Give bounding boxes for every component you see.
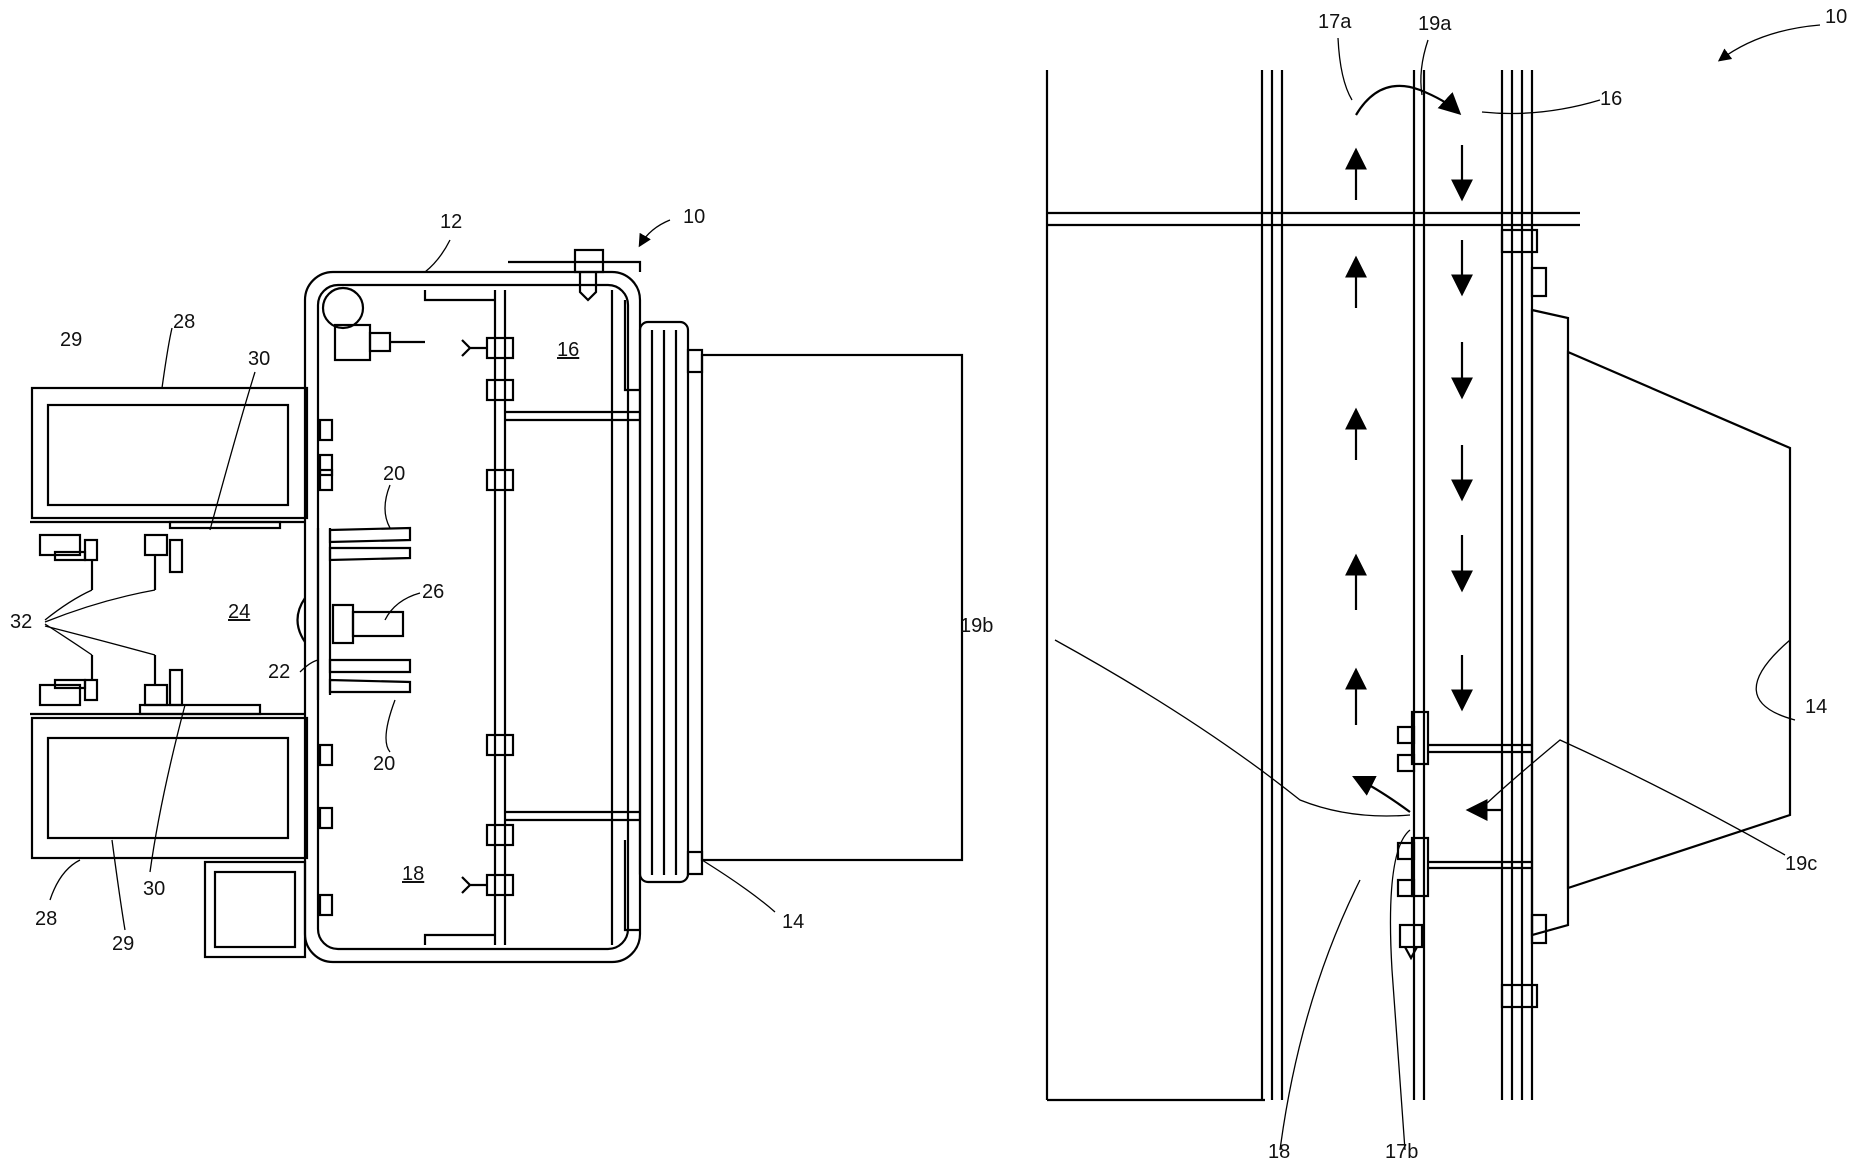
label-19a: 19a xyxy=(1418,13,1452,35)
lower-box xyxy=(203,860,307,959)
component-26 xyxy=(331,603,355,645)
bottom-turn-arrow xyxy=(1352,776,1411,813)
component-14-trapezoid xyxy=(1566,350,1792,890)
connectors-32 xyxy=(38,533,184,707)
label-28-top: 28 xyxy=(173,311,195,333)
top-turn-arrow xyxy=(1355,84,1462,116)
label-30-bottom: 30 xyxy=(143,878,165,900)
label-28-bottom: 28 xyxy=(35,908,57,930)
enclosure-inner xyxy=(316,283,630,951)
right-flange-plate xyxy=(1530,308,1570,937)
label-19c: 19c xyxy=(1785,853,1817,875)
housing-28-bottom xyxy=(30,703,309,860)
label-29-top: 29 xyxy=(60,329,82,351)
label-30-top: 30 xyxy=(248,348,270,370)
right-leaders xyxy=(1054,24,1821,1151)
left-wall-bolts xyxy=(318,418,334,917)
label-17a: 17a xyxy=(1318,11,1352,33)
label-10-left: 10 xyxy=(683,206,705,228)
component-22-curve xyxy=(296,597,306,643)
label-20-bottom: 20 xyxy=(373,753,395,775)
label-12: 12 xyxy=(440,211,462,233)
label-24: 24 xyxy=(228,601,250,623)
component-14-block xyxy=(700,353,964,862)
label-10-right: 10 xyxy=(1825,6,1847,28)
right-figure: 17a 19a 10 16 19b 14 19c 18 17b xyxy=(960,6,1847,1163)
hinge-circle xyxy=(321,286,365,330)
right-flange xyxy=(638,320,704,884)
label-16-right: 16 xyxy=(1600,88,1622,110)
label-18-right: 18 xyxy=(1268,1141,1290,1163)
rail-bolts xyxy=(461,336,515,897)
left-leaders xyxy=(44,219,776,931)
label-20-top: 20 xyxy=(383,463,405,485)
housing-28-top xyxy=(30,386,309,530)
label-32: 32 xyxy=(10,611,32,633)
heatsink-fins xyxy=(328,526,412,695)
label-29-bottom: 29 xyxy=(112,933,134,955)
right-bolt-strip xyxy=(1500,228,1548,1009)
label-14-right: 14 xyxy=(1805,696,1827,718)
label-14-left: 14 xyxy=(782,911,804,933)
label-17b: 17b xyxy=(1385,1141,1418,1163)
left-figure: 12 10 16 18 14 20 20 22 24 26 28 28 29 2… xyxy=(10,206,964,964)
enclosure-outer xyxy=(303,270,642,964)
label-16-left: 16 xyxy=(557,339,579,361)
label-22: 22 xyxy=(268,661,290,683)
top-fitting-stem xyxy=(368,331,392,353)
label-18-left: 18 xyxy=(402,863,424,885)
top-fitting xyxy=(333,323,372,362)
label-19b: 19b xyxy=(960,615,993,637)
wall-fittings xyxy=(1396,710,1532,961)
label-26: 26 xyxy=(422,581,444,603)
